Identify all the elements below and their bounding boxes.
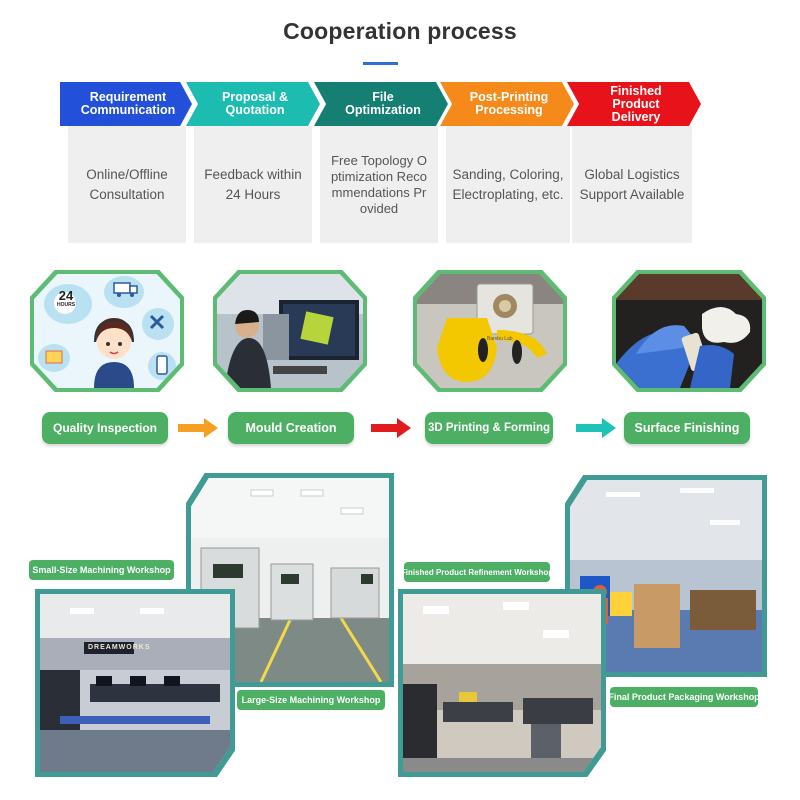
- 3d-printer-photo: Bambu Lab: [413, 270, 567, 392]
- 24-hours-badge: 24 HOURS: [56, 288, 76, 308]
- printer-brand-label: Bambu Lab: [487, 336, 513, 342]
- workshop-label-refinement: Finished Product Refinement Workshop: [401, 562, 553, 582]
- step-1-header: Requirement Communication: [60, 82, 192, 126]
- page-title: Cooperation process: [283, 18, 517, 44]
- step-3-header: File Optimization: [314, 82, 448, 126]
- step-5-header: Finished Product Delivery: [567, 82, 701, 126]
- stage-quality-inspection: Quality Inspection: [42, 412, 168, 444]
- step-1-title: Requirement Communication: [80, 90, 176, 117]
- arrow-right-icon: [371, 418, 411, 438]
- step-4-title: Post-Printing Processing: [469, 90, 549, 117]
- step-2-description: Feedback within 24 Hours: [194, 126, 312, 243]
- step-3-description: Free Topology Optimization Recommendatio…: [320, 126, 438, 243]
- step-2-header: Proposal & Quotation: [186, 82, 320, 126]
- step-4-description: Sanding, Coloring, Electroplating, etc.: [446, 126, 570, 243]
- step-5-title: Finished Product Delivery: [610, 83, 662, 124]
- step-1-description: Online/Offline Consultation: [68, 126, 186, 243]
- step-5-description: Global Logistics Support Available: [572, 126, 692, 243]
- step-3-title: File Optimization: [345, 90, 421, 117]
- step-4-header: Post-Printing Processing: [440, 82, 574, 126]
- step-2-title: Proposal & Quotation: [222, 90, 288, 117]
- workshop-banner-text: DREAMWORKS: [88, 644, 151, 651]
- refinement-workshop-photo: [398, 589, 606, 777]
- support-agent-graphic: [38, 276, 176, 388]
- surface-finishing-photo: [612, 270, 766, 392]
- stage-3d-printing: 3D Printing & Forming: [425, 412, 553, 444]
- arrow-right-icon: [576, 418, 616, 438]
- customer-service-illustration: 24 HOURS: [30, 270, 184, 392]
- stage-mould-creation: Mould Creation: [228, 412, 354, 444]
- stage-surface-finishing: Surface Finishing: [624, 412, 750, 444]
- title-underline: [363, 62, 398, 65]
- small-machining-workshop-photo: DREAMWORKS: [35, 589, 235, 777]
- arrow-right-icon: [178, 418, 218, 438]
- cad-design-photo: [213, 270, 367, 392]
- workshop-label-packaging: Final Product Packaging Workshop: [608, 687, 760, 707]
- workshop-label-small-machining: Small-Size Machining Workshop: [29, 560, 174, 580]
- workshop-label-large-machining: Large-Size Machining Workshop: [237, 690, 385, 710]
